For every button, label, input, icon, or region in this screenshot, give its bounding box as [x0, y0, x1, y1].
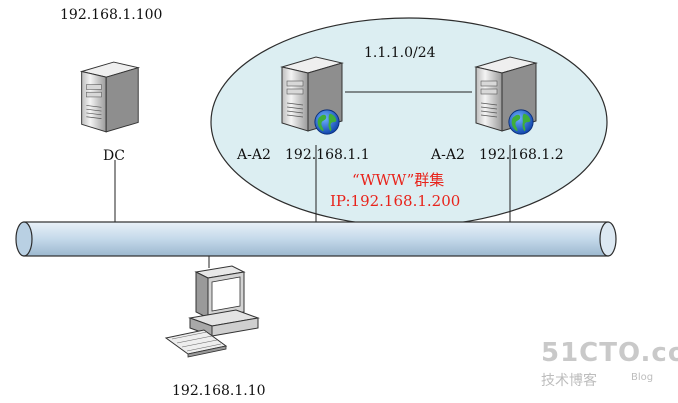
watermark-site: 51CTO.com: [541, 338, 678, 368]
cluster-name-label: “WWW”群集: [352, 171, 444, 189]
client-ip-label: 192.168.1.10: [172, 383, 266, 399]
desktop-computer-icon: [164, 265, 260, 358]
globe-icon: [508, 109, 534, 135]
dc-ip-label: 192.168.1.100: [60, 7, 162, 23]
watermark-tag: Blog: [631, 372, 653, 383]
server2-ip-label: 192.168.1.2: [479, 147, 564, 163]
dc-name-label: DC: [103, 148, 125, 164]
globe-icon: [314, 109, 340, 135]
network-bus: [15, 221, 617, 257]
watermark-subtitle: 技术博客: [541, 372, 597, 389]
server-tower-icon: [81, 61, 139, 133]
watermark-logo: 51CTO.com 技术博客 Blog: [541, 338, 678, 389]
server1-name-label: A-A2: [236, 147, 271, 163]
server2-name-label: A-A2: [430, 147, 465, 163]
server1-ip-label: 192.168.1.1: [285, 147, 370, 163]
cluster-ip-label: IP:192.168.1.200: [330, 192, 460, 210]
heartbeat-network-label: 1.1.1.0/24: [364, 45, 436, 61]
